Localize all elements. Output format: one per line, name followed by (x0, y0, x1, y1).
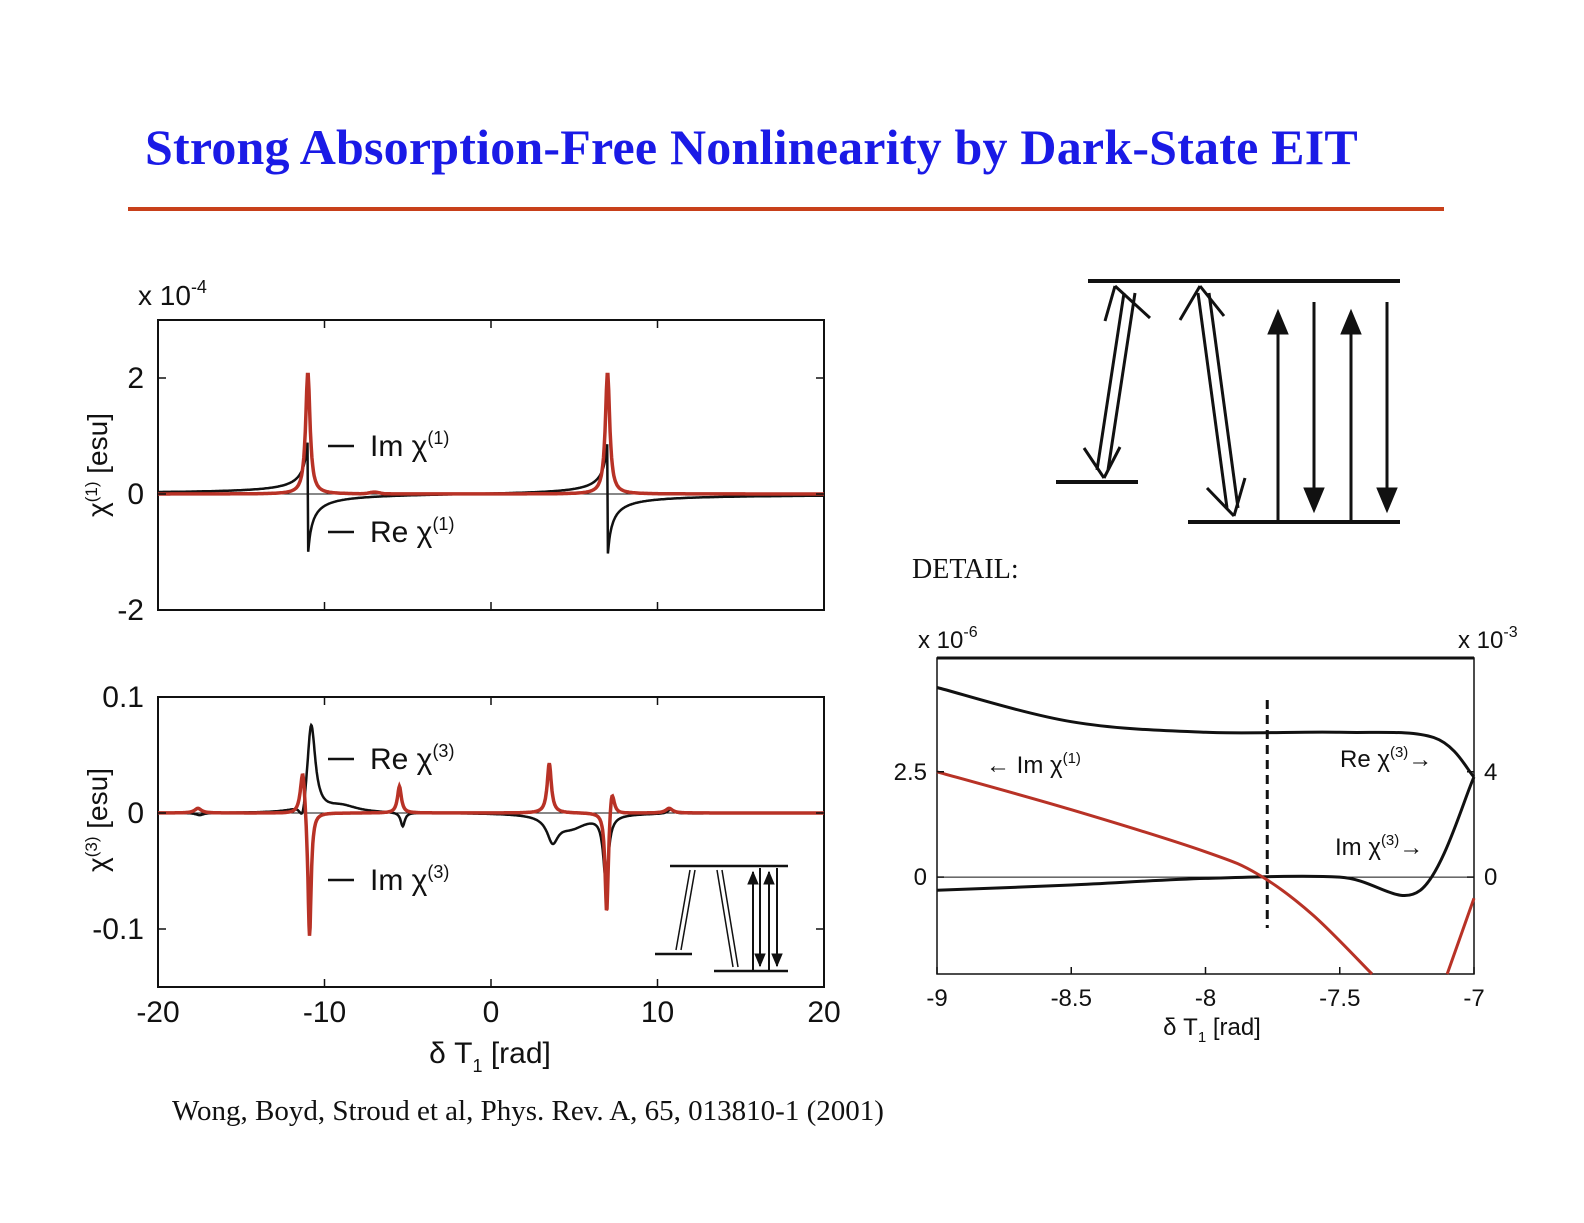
citation: Wong, Boyd, Stroud et al, Phys. Rev. A, … (172, 1095, 884, 1127)
detail-xtick-label: -7 (1463, 985, 1484, 1012)
detail-panel: x 10-6 x 10-3 -9-8.5-8-7.5-7 2.50 40 δ T… (894, 624, 1518, 1046)
detail-im1-label: ← Im χ(1) (986, 750, 1081, 779)
chi3-xtick-label: 10 (641, 996, 674, 1029)
detail-ytick-right-label: 4 (1484, 759, 1497, 786)
chi1-ytick-label: 0 (127, 478, 144, 511)
chi1-ylabel: χ(1) [esu] (82, 413, 113, 517)
detail-im1-curve-branch (1445, 897, 1476, 975)
chi3-xtick-label: 0 (483, 996, 500, 1029)
detail-xtick-label: -8.5 (1051, 985, 1092, 1012)
chi1-frame (157, 319, 825, 611)
chi3-im-legend: Im χ(3) (370, 862, 449, 897)
detail-left-scale: x 10-6 (918, 624, 978, 654)
chi1-re-legend: Re χ(1) (370, 514, 454, 549)
slide-title: Strong Absorption-Free Nonlinearity by D… (145, 119, 1358, 175)
chi3-panel: 0.1 0 -0.1 -20 -10 0 10 20 χ(3) [esu] δ T1 [ra… (82, 681, 841, 1076)
detail-xtick-label: -9 (926, 985, 947, 1012)
chi3-frame (157, 696, 825, 988)
chi1-scale-label: x 10-4 (138, 277, 207, 311)
detail-re3-label: Re χ(3)→ (1340, 744, 1432, 773)
detail-y-right-ticks: 40 (1467, 759, 1497, 891)
chi1-ytick-label: 2 (127, 362, 144, 395)
chi3-im-curve (158, 762, 824, 936)
chi3-y-ticks: 0.1 0 -0.1 (92, 681, 824, 946)
detail-im3-label: Im χ(3)→ (1335, 832, 1423, 861)
chi3-xtick-label: 20 (807, 996, 840, 1029)
chi1-im-legend: Im χ(1) (370, 428, 449, 463)
detail-ytick-left-label: 2.5 (894, 759, 927, 786)
energy-level-diagram (1056, 279, 1400, 524)
chi3-xtick-label: -20 (136, 996, 179, 1029)
detail-frame (936, 657, 1475, 975)
title-rule (128, 207, 1444, 211)
chi1-ytick-label: -2 (117, 594, 144, 627)
chi3-re-legend: Re χ(3) (370, 741, 454, 776)
detail-xtick-label: -8 (1195, 985, 1216, 1012)
chi1-im-curve (158, 372, 824, 496)
detail-xtick-label: -7.5 (1319, 985, 1360, 1012)
chi3-ytick-label: 0.1 (102, 681, 144, 714)
chi3-ytick-label: 0 (127, 797, 144, 830)
inset-level-diagram (655, 864, 788, 973)
chi3-re-curve (158, 722, 824, 885)
chi1-panel: x 10-4 -2 0 2 χ(1) [esu] Im χ(1) Re χ(1) (82, 277, 825, 627)
detail-ytick-left-label: 0 (914, 864, 927, 891)
chi3-xlabel: δ T1 [rad] (429, 1037, 551, 1076)
detail-ytick-right-label: 0 (1484, 864, 1497, 891)
chi3-ylabel: χ(3) [esu] (82, 768, 113, 872)
detail-xlabel: δ T1 [rad] (1163, 1014, 1261, 1046)
detail-y-left-ticks: 2.50 (894, 759, 944, 891)
detail-x-ticks: -9 -8.5 -8 -7.5 -7 (926, 967, 1485, 1012)
chi1-y-ticks: -2 0 2 (117, 320, 824, 627)
detail-im1-curve (936, 770, 1374, 976)
detail-right-scale: x 10-3 (1458, 624, 1518, 654)
chi1-re-curve (158, 442, 824, 554)
chi3-x-ticks: -20 -10 0 10 20 (136, 697, 841, 1029)
detail-label: DETAIL: (912, 554, 1019, 585)
chi3-xtick-label: -10 (303, 996, 346, 1029)
detail-re3-curve (936, 686, 1476, 779)
chi3-ytick-label: -0.1 (92, 913, 144, 946)
